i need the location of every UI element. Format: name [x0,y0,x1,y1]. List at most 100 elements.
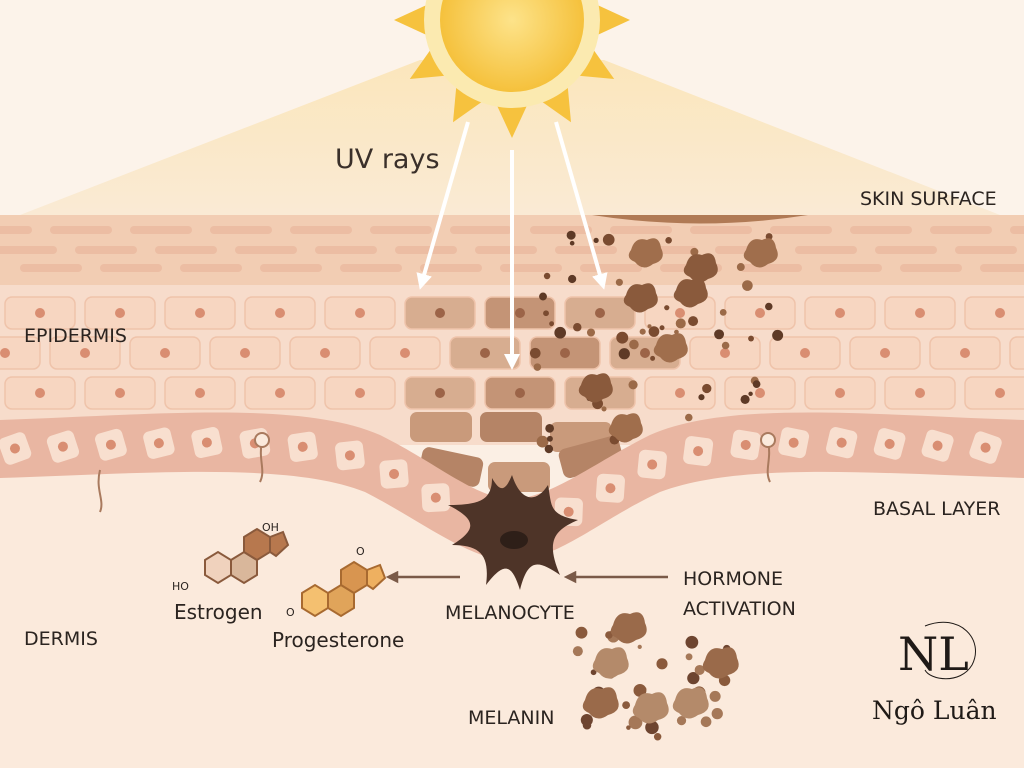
surface-stripe [0,226,32,234]
basal-cell [873,428,906,460]
basal-cell [287,431,318,462]
basal-cell [421,483,451,513]
basal-cell [826,427,858,459]
melanin-granule [698,394,705,401]
basal-cell [191,426,223,459]
melanin-granule [748,335,754,342]
surface-stripe [370,226,432,234]
melanin-granule [572,646,583,657]
basal-cell-nucleus [389,468,400,479]
basal-cell-nucleus [932,440,943,451]
basal-cell [730,429,761,461]
cell-nucleus [240,348,250,358]
melanin-granule [529,347,541,359]
cell-nucleus [115,308,125,318]
melanin-granule [665,237,672,244]
melanin-cluster [683,253,718,283]
melanin-granule [650,355,656,361]
melanin-granule [544,444,554,454]
melanin-granule [740,394,750,404]
melanin-granule [569,240,575,246]
basal-cell-nucleus [153,438,164,449]
surface-stripe [930,226,992,234]
melanin-granule [549,321,555,327]
epidermis-cell [0,336,41,370]
melanin-granule [736,263,745,272]
cell-nucleus [595,308,605,318]
surface-stripe [850,226,912,234]
cell-nucleus [35,388,45,398]
cell-nucleus [400,348,410,358]
melanin-granule [582,720,592,730]
cell-nucleus [320,348,330,358]
estrogen-molecule-icon: HO OH [172,521,290,593]
estrogen-label: Estrogen [174,600,263,624]
basal-cell [379,459,409,489]
cell-nucleus [515,388,525,398]
basal-cell-nucleus [884,438,895,449]
cell-nucleus [755,388,765,398]
cell-nucleus [80,348,90,358]
uv-rays-label: UV rays [335,144,440,175]
melanin-granule [618,348,630,360]
surface-stripe [770,226,832,234]
uv-ray-arrows [416,121,608,370]
cell-nucleus [480,348,490,358]
melanin-granule [656,658,668,670]
melanin-granule [573,323,582,332]
basal-cell [637,449,667,480]
melanin-granule [629,339,639,350]
surface-stripe [210,226,272,234]
melanin-cluster [628,238,663,268]
melanin-granule [685,635,699,649]
sun-ray [394,4,428,36]
melanin-cluster [582,687,619,719]
surface-stripe [820,264,882,272]
melanin-granule [628,715,643,730]
melanin-granule [647,324,652,329]
melanin-granule [676,716,687,726]
melanin-granule [714,329,725,340]
melanin-cluster [610,612,647,644]
progesterone-molecule-icon: O O [286,545,387,619]
melanin-cluster [623,283,658,313]
progesterone-o-label: O [286,606,295,619]
sun-icon [394,0,630,138]
melanin-granule [602,233,615,246]
cell-nucleus [800,348,810,358]
surface-stripe [50,226,112,234]
surface-stripe [875,246,937,254]
cell-nucleus [275,308,285,318]
melanin-granule [721,341,730,350]
melanin-granule [622,701,631,710]
basal-layer-label: BASAL LAYER [873,498,1000,520]
melanin-cluster [743,238,778,268]
cell-nucleus [435,388,445,398]
melanin-granule [742,280,753,291]
epidermis-cell [964,296,1024,330]
surface-stripe [235,246,297,254]
melanin-granule [533,363,542,371]
melanin-granule [675,318,686,329]
melanin-granule [637,644,642,649]
surface-stripe [1010,226,1024,234]
surface-pigment-patch [592,215,808,224]
cell-nucleus [880,348,890,358]
melanin-granule [685,653,693,661]
basal-cell-nucleus [788,437,799,448]
melanin-granules-epidermis [529,230,784,454]
cell-nucleus [835,308,845,318]
skin-surface-label: SKIN SURFACE [860,188,997,210]
basal-cell [969,431,1002,464]
basal-cell-nucleus [9,443,20,454]
cell-nucleus [35,308,45,318]
progesterone-label: Progesterone [272,628,404,652]
melanin-granule [543,272,551,280]
surface-stripe [610,226,672,234]
surface-stripe [795,246,857,254]
sun-ray [540,85,571,123]
estrogen-ho-label: HO [172,580,189,593]
melanin-granule [700,716,712,728]
basal-cell-nucleus [105,439,116,450]
melanin-cluster [592,647,629,679]
